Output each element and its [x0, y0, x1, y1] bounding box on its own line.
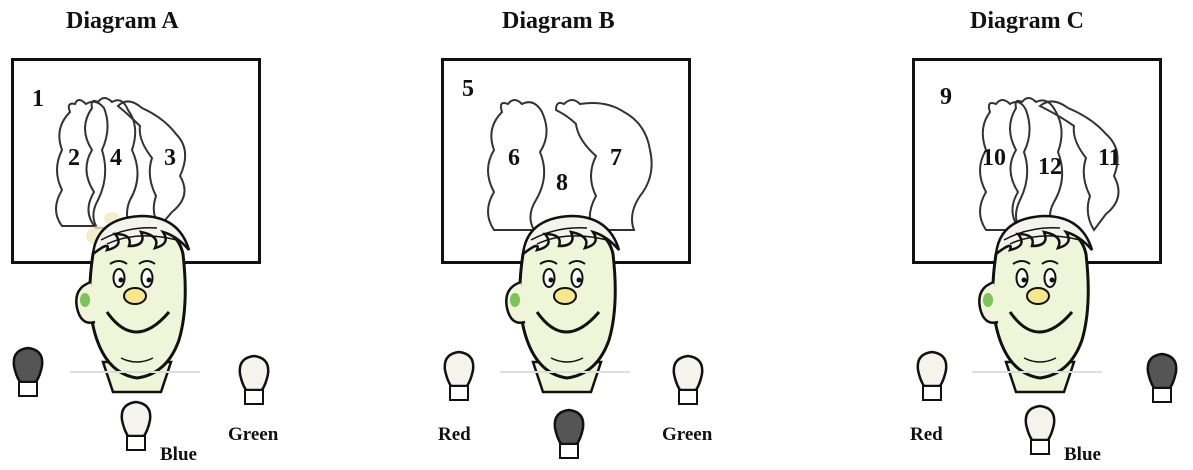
ear: [979, 282, 998, 323]
bulb-glass: [1148, 354, 1176, 388]
diagram-title: Diagram A: [66, 8, 179, 35]
chin-line: [121, 358, 153, 362]
bulb-a-1: [14, 348, 42, 396]
left-eye: [1017, 269, 1028, 287]
mouth: [537, 312, 599, 332]
left-eye: [114, 269, 125, 287]
right-eye: [142, 269, 153, 287]
bulb-b-1: [445, 352, 473, 400]
chin-line: [1024, 358, 1056, 362]
number-label: 3: [164, 145, 176, 172]
neck: [103, 362, 171, 392]
number-label: 7: [610, 145, 622, 172]
diagram-title: Diagram C: [970, 8, 1084, 35]
bulb-c-2: [1026, 406, 1054, 454]
bulb-base: [679, 390, 697, 404]
bulb-glass: [555, 410, 583, 444]
nose: [554, 288, 576, 304]
number-label: 1: [32, 86, 44, 113]
bulb-label: Green: [662, 424, 712, 446]
screen-frame: [11, 58, 261, 264]
number-label: 9: [940, 84, 952, 111]
bulb-base: [127, 436, 145, 450]
bulb-glass: [1026, 406, 1054, 440]
chin-line: [551, 358, 583, 362]
number-label: 10: [982, 145, 1006, 172]
bulb-base: [450, 386, 468, 400]
mouth: [107, 312, 169, 332]
left-eye: [544, 269, 555, 287]
number-label: 11: [1098, 145, 1121, 172]
bulb-base: [560, 444, 578, 458]
right-eye: [572, 269, 583, 287]
number-label: 8: [556, 170, 568, 197]
bulb-label: Red: [438, 424, 471, 446]
bulb-glass: [445, 352, 473, 386]
bulb-glass: [918, 352, 946, 386]
bulb-base: [1153, 388, 1171, 402]
bulb-c-1: [918, 352, 946, 400]
ear-glow: [510, 293, 520, 307]
bulb-c-3: [1148, 354, 1176, 402]
right-eye: [1045, 269, 1056, 287]
mouth: [1010, 312, 1072, 332]
bulb-base: [245, 390, 263, 404]
bulb-label: Blue: [1064, 444, 1101, 466]
number-label: 2: [68, 145, 80, 172]
nose: [124, 288, 146, 304]
bulb-base: [19, 382, 37, 396]
bulb-glass: [674, 356, 702, 390]
bulb-label: Green: [228, 424, 278, 446]
bulb-label: Red: [910, 424, 943, 446]
bulb-b-3: [674, 356, 702, 404]
diagram-title: Diagram B: [502, 8, 615, 35]
neck: [1006, 362, 1074, 392]
bulb-a-2: [122, 402, 150, 450]
bulb-glass: [240, 356, 268, 390]
number-label: 4: [110, 145, 122, 172]
ear-glow: [983, 293, 993, 307]
bulb-a-3: [240, 356, 268, 404]
number-label: 6: [508, 145, 520, 172]
ear-glow: [80, 293, 90, 307]
bulb-b-2: [555, 410, 583, 458]
number-label: 12: [1038, 154, 1062, 181]
ear: [76, 282, 95, 323]
nose: [1027, 288, 1049, 304]
screen-frame: [441, 58, 691, 264]
number-label: 5: [462, 76, 474, 103]
bulb-label: Blue: [160, 444, 197, 466]
bulb-base: [923, 386, 941, 400]
bulb-glass: [122, 402, 150, 436]
ear: [506, 282, 525, 323]
bulb-base: [1031, 440, 1049, 454]
bulb-glass: [14, 348, 42, 382]
neck: [533, 362, 601, 392]
